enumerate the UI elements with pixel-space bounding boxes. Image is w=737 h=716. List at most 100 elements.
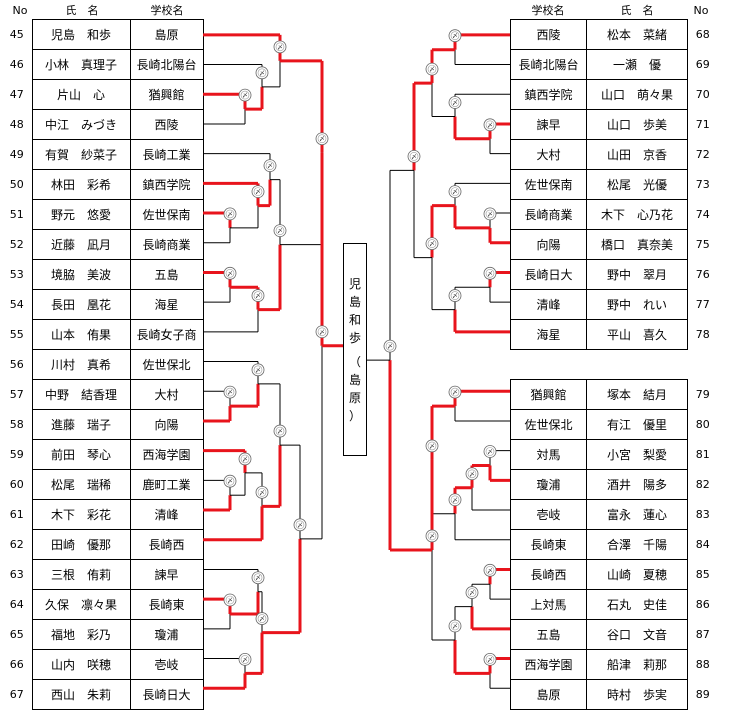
- result-mark-text: 〆: [452, 33, 458, 40]
- result-mark-text: 〆: [242, 456, 248, 463]
- player-name: 橋口 真奈美: [586, 229, 688, 260]
- result-mark-text: 〆: [227, 271, 233, 278]
- result-mark-text: 〆: [487, 122, 493, 129]
- result-mark-text: 〆: [429, 241, 435, 248]
- result-mark-text: 〆: [452, 189, 458, 196]
- result-mark-text: 〆: [255, 293, 261, 300]
- player-school: 長崎商業: [129, 229, 204, 260]
- player-name: 時村 歩実: [586, 679, 688, 710]
- player-name: 境脇 美波: [31, 259, 131, 290]
- result-mark-icon: 〆: [223, 266, 237, 280]
- result-mark-text: 〆: [452, 293, 458, 300]
- result-mark-icon: 〆: [255, 485, 269, 499]
- player-school: 五島: [510, 619, 587, 650]
- result-mark-text: 〆: [227, 598, 233, 605]
- champion-school-char: （: [348, 354, 361, 369]
- result-mark-icon: 〆: [448, 493, 462, 507]
- result-mark-icon: 〆: [425, 62, 439, 76]
- result-mark-icon: 〆: [238, 88, 252, 102]
- player-number: 67: [9, 688, 24, 701]
- result-mark-icon: 〆: [255, 612, 269, 625]
- player-number: 66: [9, 658, 24, 671]
- champion-school: （島原）: [349, 353, 361, 425]
- player-number: 77: [695, 298, 710, 311]
- player-name: 富永 蓮心: [586, 499, 688, 530]
- player-name: 木下 彩花: [31, 499, 131, 530]
- result-mark-text: 〆: [227, 479, 233, 486]
- result-mark-icon: 〆: [293, 518, 307, 532]
- player-name: 西山 朱莉: [31, 679, 131, 710]
- player-number: 64: [9, 598, 24, 611]
- header-school-right: 学校名: [531, 4, 565, 17]
- player-school: 西海学園: [510, 649, 587, 680]
- player-number: 78: [695, 328, 710, 341]
- result-mark-icon: 〆: [465, 467, 479, 481]
- result-mark-icon: 〆: [483, 266, 497, 280]
- player-school: 長崎西: [129, 529, 204, 560]
- result-mark-icon: 〆: [223, 474, 237, 488]
- player-number: 47: [9, 88, 24, 101]
- result-mark-icon: 〆: [483, 207, 497, 221]
- champion-school-char: 原: [348, 390, 361, 405]
- player-school: 島原: [510, 679, 587, 710]
- result-mark-icon: 〆: [407, 149, 421, 163]
- player-school: 西海学園: [129, 439, 204, 470]
- result-mark-icon: 〆: [223, 593, 237, 607]
- result-mark-text: 〆: [259, 490, 265, 497]
- result-mark-text: 〆: [255, 189, 261, 196]
- result-mark-icon: 〆: [273, 224, 287, 238]
- player-school: 猶興館: [510, 379, 587, 410]
- result-mark-icon: 〆: [251, 185, 265, 199]
- player-number: 52: [9, 238, 24, 251]
- result-mark-text: 〆: [487, 657, 493, 664]
- player-school: 五島: [129, 259, 204, 290]
- player-school: 佐世保北: [129, 349, 204, 380]
- player-number: 87: [695, 628, 710, 641]
- result-mark-icon: 〆: [251, 571, 265, 585]
- player-school: 瓊浦: [129, 619, 204, 650]
- result-mark-text: 〆: [411, 154, 417, 161]
- result-mark-icon: 〆: [273, 424, 287, 438]
- player-number: 49: [9, 148, 24, 161]
- result-mark-text: 〆: [259, 70, 265, 77]
- player-number: 81: [695, 448, 710, 461]
- champion-name-char: 和: [348, 312, 361, 327]
- result-mark-icon: 〆: [223, 385, 237, 399]
- player-number: 50: [9, 178, 24, 191]
- header-no-left: No: [12, 4, 28, 17]
- result-mark-icon: 〆: [483, 118, 497, 132]
- result-mark-text: 〆: [277, 429, 283, 436]
- player-school: 大村: [129, 379, 204, 410]
- result-mark-icon: 〆: [425, 439, 439, 453]
- player-name: 松尾 瑞稀: [31, 469, 131, 500]
- player-name: 山口 歩美: [586, 109, 688, 140]
- result-mark-icon: 〆: [383, 339, 397, 353]
- player-school: 諫早: [510, 109, 587, 140]
- result-mark-text: 〆: [277, 44, 283, 51]
- player-school: 長崎北陽台: [129, 49, 204, 80]
- result-mark-text: 〆: [452, 497, 458, 504]
- player-school: 長崎工業: [129, 139, 204, 170]
- player-school: 向陽: [129, 409, 204, 440]
- player-number: 73: [695, 178, 710, 191]
- result-mark-text: 〆: [227, 211, 233, 218]
- result-mark-icon: 〆: [425, 237, 439, 251]
- player-name: 塚本 結月: [586, 379, 688, 410]
- player-name: 松尾 光優: [586, 169, 688, 200]
